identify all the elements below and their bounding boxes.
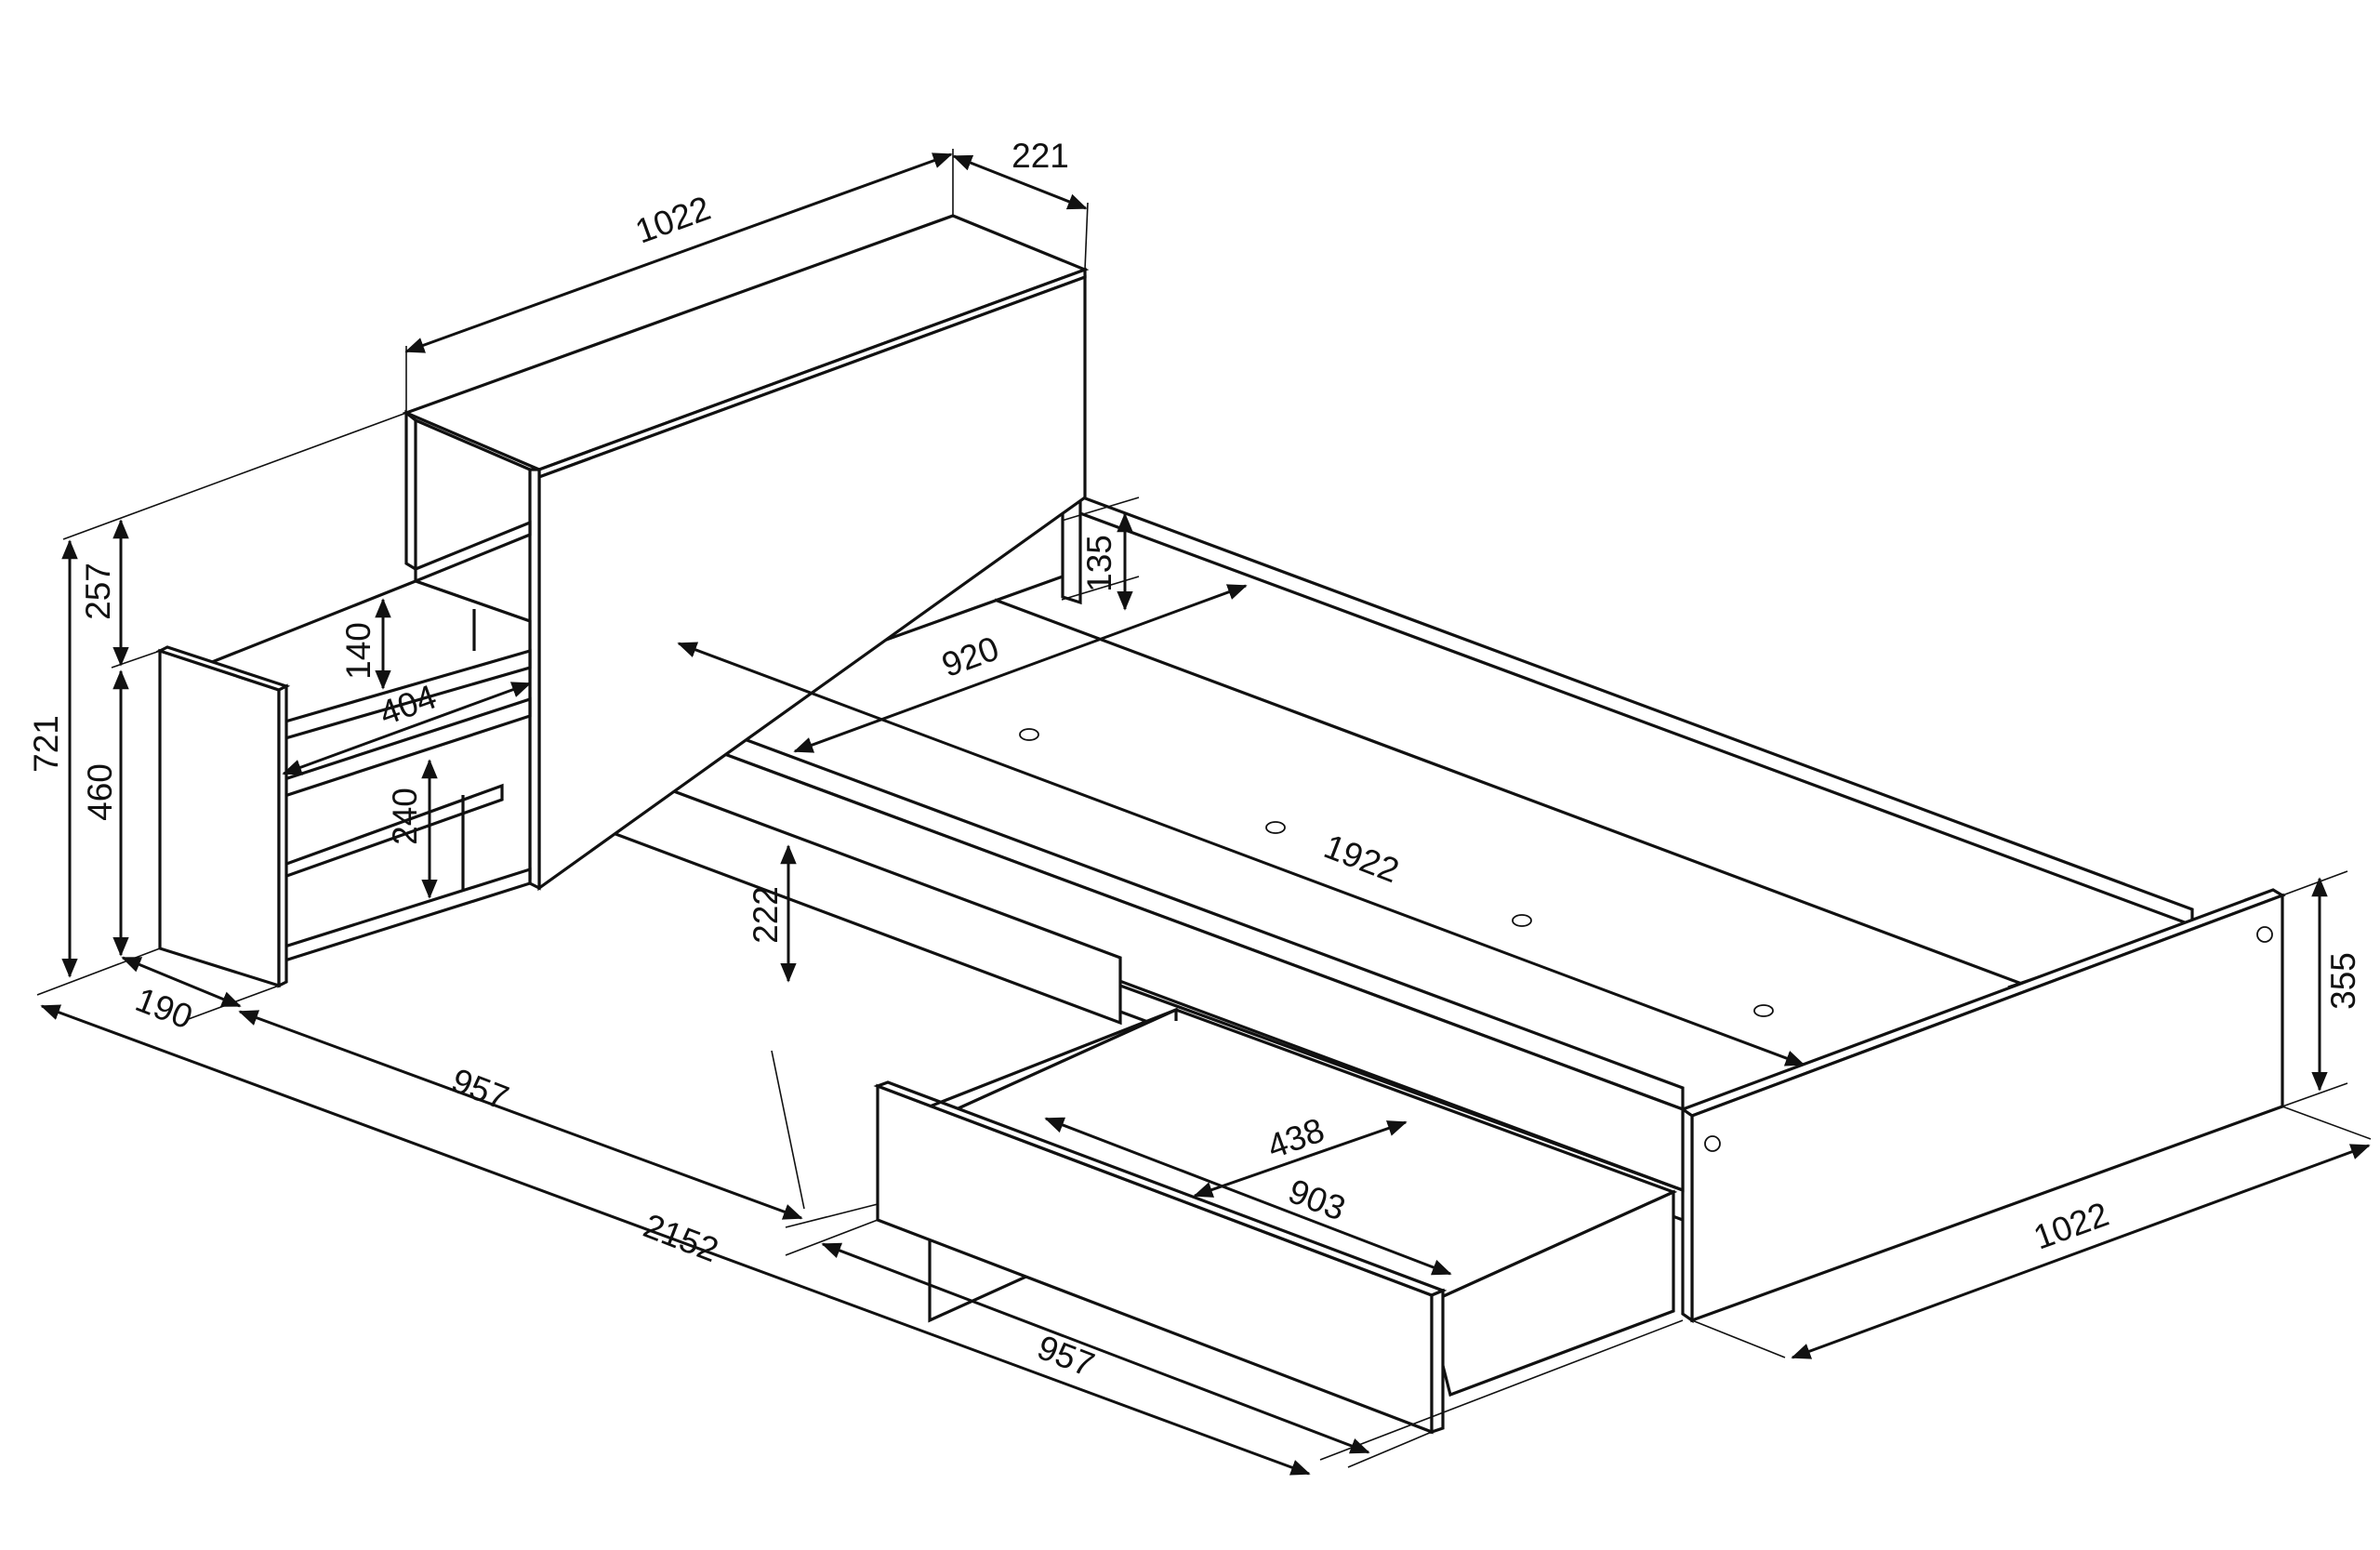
bolt-icon bbox=[2256, 926, 2273, 943]
dim-line-404 bbox=[282, 682, 532, 775]
shelf-inner-line bbox=[415, 418, 531, 471]
label-1022-top: 1022 bbox=[630, 189, 715, 251]
right-side-rail bbox=[1061, 488, 2194, 928]
nightstand-side-panel bbox=[158, 648, 281, 988]
label-190: 190 bbox=[130, 980, 197, 1036]
label-1022-foot: 1022 bbox=[2029, 1195, 2113, 1257]
label-140: 140 bbox=[339, 622, 377, 680]
dim-line-1022-top bbox=[404, 152, 953, 353]
label-920: 920 bbox=[937, 629, 1004, 684]
label-1922: 1922 bbox=[1319, 827, 1405, 890]
dim-line-1922 bbox=[677, 642, 1805, 1066]
dim-line-957-left bbox=[238, 1010, 803, 1220]
bolt-icon bbox=[1704, 1135, 1721, 1152]
dim-line-903 bbox=[1044, 1117, 1452, 1276]
dimension-lines bbox=[40, 152, 2371, 1476]
label-221: 221 bbox=[1012, 137, 1069, 175]
footboard-panel bbox=[1690, 893, 2284, 1323]
dim-line-190 bbox=[121, 956, 242, 1008]
label-240: 240 bbox=[386, 788, 424, 845]
label-257: 257 bbox=[79, 563, 117, 620]
shelf-board bbox=[414, 520, 532, 584]
label-355: 355 bbox=[2324, 952, 2362, 1010]
label-460: 460 bbox=[81, 763, 119, 821]
drawer-front-thickness bbox=[1430, 1288, 1445, 1435]
screw-hole bbox=[1753, 1004, 1774, 1017]
label-135: 135 bbox=[1080, 535, 1118, 592]
screw-hole bbox=[1512, 914, 1532, 927]
dim-line-1022-foot bbox=[1791, 1144, 2371, 1359]
dim-line-957-drawer bbox=[821, 1242, 1370, 1454]
label-2152: 2152 bbox=[639, 1206, 724, 1269]
screw-hole bbox=[1265, 821, 1286, 834]
shelf-unit-side bbox=[404, 409, 417, 572]
label-222: 222 bbox=[747, 886, 785, 944]
label-721: 721 bbox=[27, 715, 65, 773]
dim-line-221 bbox=[952, 154, 1088, 210]
screw-hole bbox=[1019, 728, 1039, 741]
nightstand-side-thickness bbox=[277, 683, 288, 988]
